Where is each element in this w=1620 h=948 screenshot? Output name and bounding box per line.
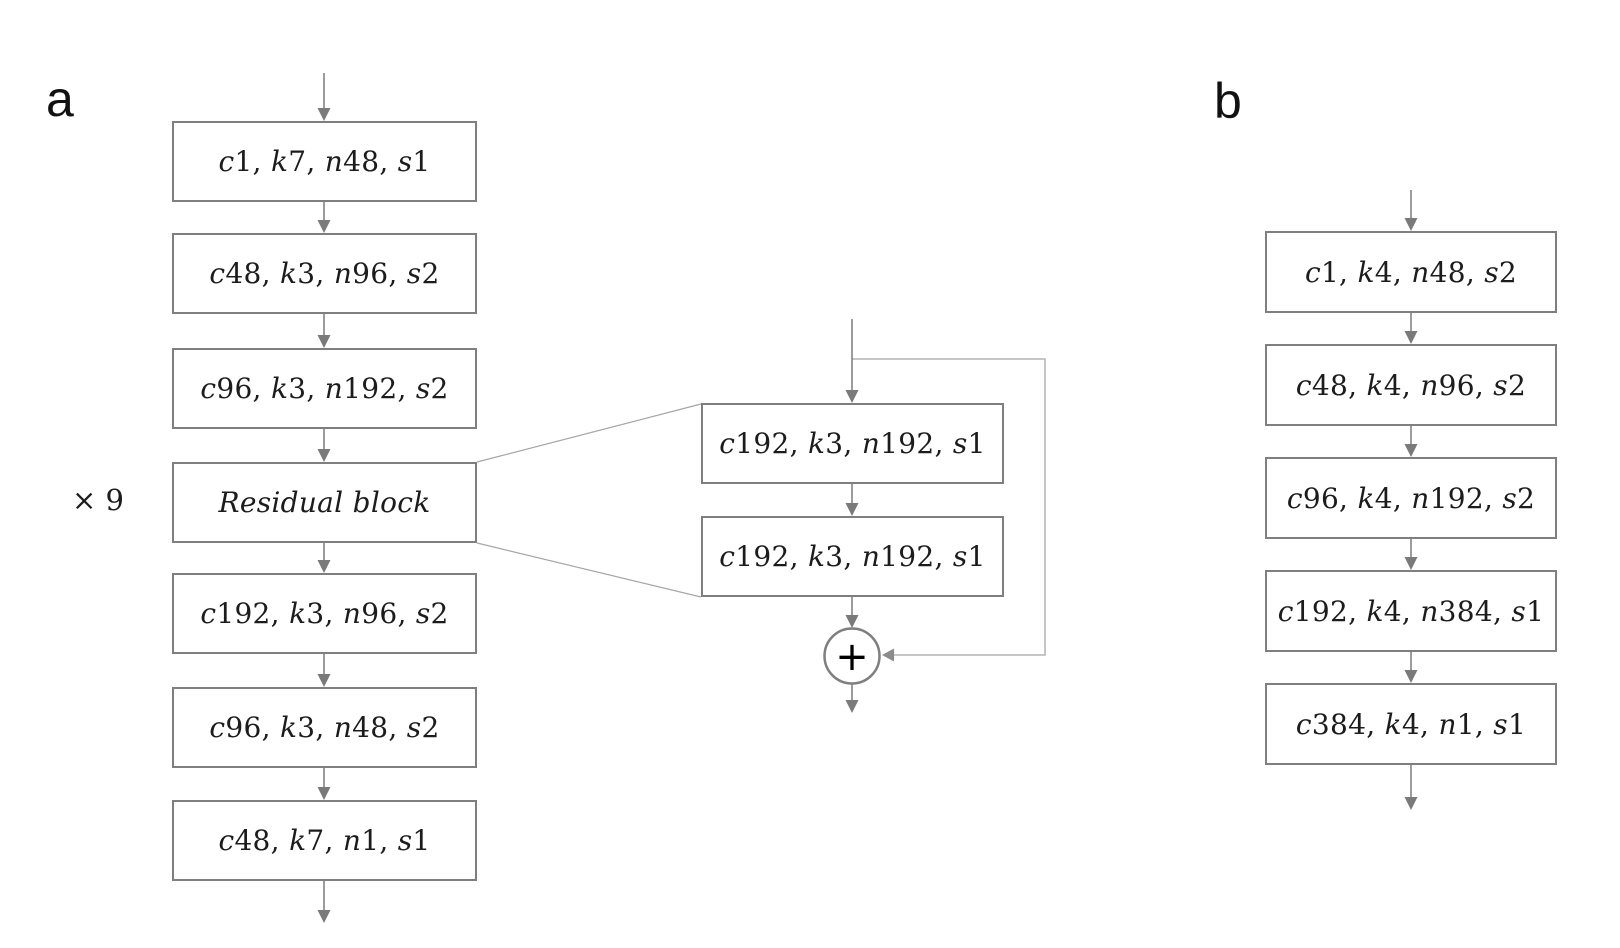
arrow-head (317, 335, 331, 348)
panel-b-label: b (1214, 73, 1242, 129)
arrow-head (317, 220, 331, 233)
flow-arrow-a-6 (317, 768, 331, 800)
layer-box-label: c48, k4, n96, s2 (1295, 368, 1527, 402)
flow-arrow-a-5 (317, 654, 331, 687)
layer-box-a-5: c96, k3, n48, s2 (172, 687, 477, 768)
flow-arrow-a-4 (317, 543, 331, 573)
panel-a-label: a (46, 71, 74, 127)
layer-box-label: c96, k3, n48, s2 (209, 711, 440, 744)
arrow-head (1404, 218, 1418, 231)
arrow-head (1404, 331, 1418, 344)
layer-box-b-4: c384, k4, n1, s1 (1265, 683, 1557, 765)
arrow-head (1404, 670, 1418, 683)
flow-arrow-b-output (1404, 765, 1418, 810)
repeat-multiplier-label: × 9 (72, 483, 124, 517)
layer-box-b-0: c1, k4, n48, s2 (1265, 231, 1557, 313)
flow-arrow-b-2 (1404, 426, 1418, 457)
layer-box-label: Residual block (218, 486, 431, 519)
layer-box-a-residual: Residual block (172, 462, 477, 543)
arrow-head (845, 503, 859, 516)
arrow-head (317, 787, 331, 800)
flow-arrow-b-1 (1404, 313, 1418, 344)
arrow-head (1404, 797, 1418, 810)
arrow-head (1404, 557, 1418, 570)
layer-box-a-6: c48, k7, n1, s1 (172, 800, 477, 881)
flow-arrow-a-2 (317, 314, 331, 348)
layer-box-label: c1, k7, n48, s1 (218, 145, 431, 178)
arrow-head (317, 108, 331, 121)
layer-box-label: c192, k4, n384, s1 (1277, 594, 1545, 628)
layer-box-a-0: c1, k7, n48, s1 (172, 121, 477, 202)
layer-box-label: c192, k3, n192, s1 (719, 427, 986, 460)
sum-node: + (823, 627, 881, 685)
layer-box-label: c96, k4, n192, s2 (1286, 481, 1536, 515)
layer-box-label: c384, k4, n1, s1 (1295, 707, 1527, 741)
expansion-line-bottom (476, 542, 702, 598)
layer-box-a-1: c48, k3, n96, s2 (172, 233, 477, 314)
flow-arrow-a-input (317, 73, 331, 121)
flow-arrow-detail-to-sum (845, 597, 859, 628)
flow-arrow-a-output (317, 881, 331, 923)
layer-box-a-2: c96, k3, n192, s2 (172, 348, 477, 429)
skip-connection-arrow-head (882, 648, 894, 662)
flow-arrow-a-1 (317, 202, 331, 233)
layer-box-a-4: c192, k3, n96, s2 (172, 573, 477, 654)
flow-arrow-b-3 (1404, 539, 1418, 570)
layer-box-label: c192, k3, n192, s1 (719, 540, 986, 573)
layer-box-b-2: c96, k4, n192, s2 (1265, 457, 1557, 539)
layer-box-label: c48, k7, n1, s1 (218, 824, 431, 857)
arrow-head (317, 449, 331, 462)
arrow-head (317, 560, 331, 573)
layer-box-label: c96, k3, n192, s2 (200, 372, 449, 405)
flow-arrow-a-3 (317, 429, 331, 462)
arrow-head (845, 700, 859, 713)
layer-box-b-3: c192, k4, n384, s1 (1265, 570, 1557, 652)
flow-arrow-b-input (1404, 190, 1418, 231)
arrow-head (1404, 444, 1418, 457)
layer-box-b-1: c48, k4, n96, s2 (1265, 344, 1557, 426)
plus-icon: + (835, 634, 869, 680)
arrow-head (317, 674, 331, 687)
arrow-head (845, 390, 859, 403)
arrow-head (845, 615, 859, 628)
sum-circle (823, 627, 881, 685)
arrow-head (317, 910, 331, 923)
layer-box-detail-1: c192, k3, n192, s1 (701, 516, 1004, 597)
layer-box-detail-0: c192, k3, n192, s1 (701, 403, 1004, 484)
flow-arrow-detail-input (845, 319, 859, 403)
layer-box-label: c48, k3, n96, s2 (209, 257, 440, 290)
flow-arrow-detail-output (845, 684, 859, 713)
flow-arrow-b-4 (1404, 652, 1418, 683)
expansion-line-top (476, 403, 702, 463)
layer-box-label: c1, k4, n48, s2 (1304, 255, 1518, 289)
layer-box-label: c192, k3, n96, s2 (200, 597, 449, 630)
flow-arrow-detail-1 (845, 484, 859, 516)
